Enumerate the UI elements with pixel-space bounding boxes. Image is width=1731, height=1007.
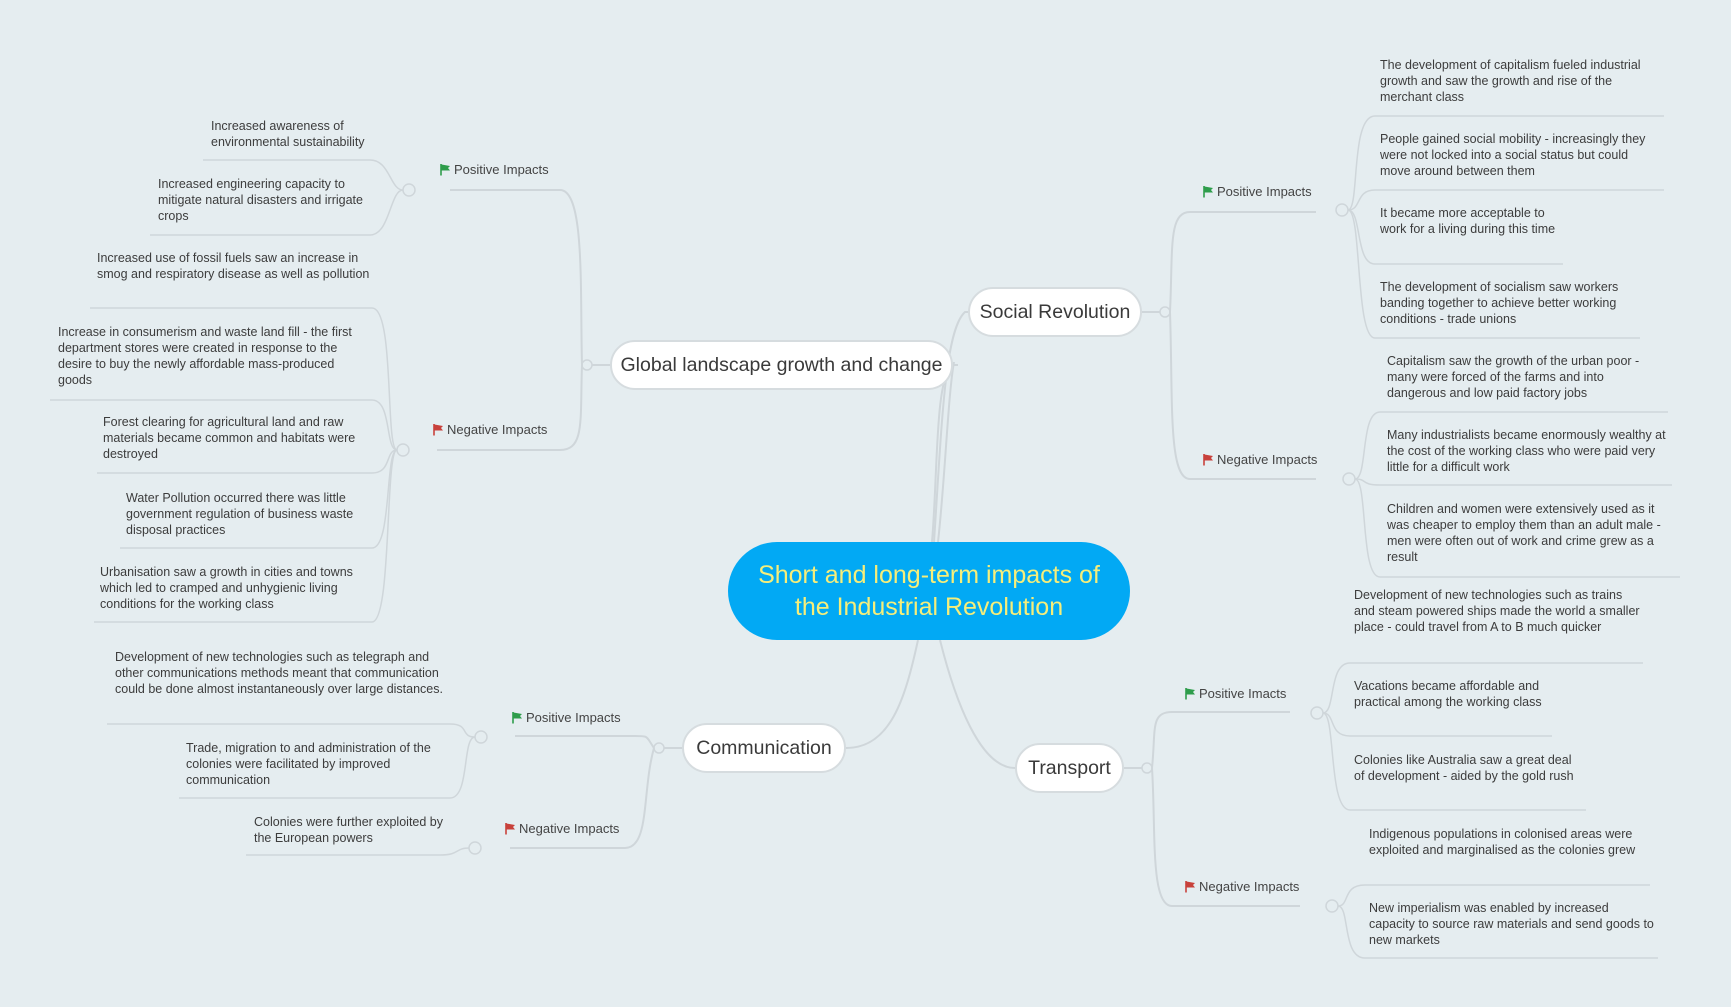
leaf-note[interactable]: Water Pollution occurred there was littl… bbox=[126, 491, 354, 537]
subtopic-label: Positive Impacts bbox=[526, 710, 621, 725]
leaf-note[interactable]: Development of new technologies such as … bbox=[1354, 588, 1640, 634]
leaf-note[interactable]: Increased use of fossil fuels saw an inc… bbox=[97, 251, 370, 281]
leaf-note[interactable]: Many industrialists became enormously we… bbox=[1387, 428, 1666, 474]
subtopic-label: Negative Impacts bbox=[1217, 452, 1318, 467]
leaf-note[interactable]: New imperialism was enabled by increased… bbox=[1369, 901, 1654, 947]
leaf-note[interactable]: It became more acceptable to work for a … bbox=[1380, 206, 1556, 236]
subtopic-transport-positive[interactable]: Positive Imacts bbox=[1184, 686, 1286, 701]
subtopic-label: Positive Impacts bbox=[1217, 184, 1312, 199]
red-flag-icon bbox=[1185, 881, 1195, 893]
green-flag-icon bbox=[1185, 688, 1195, 700]
subtopic-label: Negative Impacts bbox=[447, 422, 548, 437]
subtopic-global-positive[interactable]: Positive Impacts bbox=[439, 162, 549, 177]
leaf-note[interactable]: Forest clearing for agricultural land an… bbox=[103, 415, 356, 461]
topic-social-revolution[interactable]: Social Revolution bbox=[968, 287, 1142, 337]
leaf-note[interactable]: Development of new technologies such as … bbox=[115, 650, 443, 696]
leaf-note[interactable]: The development of capitalism fueled ind… bbox=[1380, 58, 1641, 104]
leaf-note[interactable]: Increase in consumerism and waste land f… bbox=[58, 325, 352, 387]
subtopic-global-negative[interactable]: Negative Impacts bbox=[432, 422, 547, 437]
subtopic-label: Negative Impacts bbox=[519, 821, 620, 836]
red-flag-icon bbox=[505, 823, 515, 835]
leaf-note[interactable]: Vacations became affordable and practica… bbox=[1354, 679, 1542, 709]
subtopic-social-positive[interactable]: Positive Impacts bbox=[1202, 184, 1312, 199]
subtopic-label: Positive Impacts bbox=[454, 162, 549, 177]
leaf-note[interactable]: Colonies like Australia saw a great deal… bbox=[1354, 753, 1574, 783]
topic-global-landscape[interactable]: Global landscape growth and change bbox=[610, 340, 953, 390]
central-topic[interactable]: Short and long-term impacts of the Indus… bbox=[728, 542, 1130, 640]
green-flag-icon bbox=[1203, 186, 1213, 198]
leaf-note[interactable]: People gained social mobility - increasi… bbox=[1380, 132, 1646, 178]
leaf-note[interactable]: Capitalism saw the growth of the urban p… bbox=[1387, 354, 1640, 400]
subtopic-label: Negative Impacts bbox=[1199, 879, 1300, 894]
topic-transport[interactable]: Transport bbox=[1015, 743, 1124, 793]
leaf-note[interactable]: Colonies were further exploited by the E… bbox=[254, 815, 443, 845]
leaf-note[interactable]: Trade, migration to and administration o… bbox=[186, 741, 431, 787]
subtopic-communication-positive[interactable]: Positive Impacts bbox=[511, 710, 621, 725]
topic-communication[interactable]: Communication bbox=[682, 723, 846, 773]
leaf-note[interactable]: Children and women were extensively used… bbox=[1387, 502, 1661, 564]
green-flag-icon bbox=[440, 164, 450, 176]
subtopic-transport-negative[interactable]: Negative Impacts bbox=[1184, 879, 1299, 894]
leaf-note[interactable]: The development of socialism saw workers… bbox=[1380, 280, 1619, 326]
leaf-note[interactable]: Indigenous populations in colonised area… bbox=[1369, 827, 1636, 857]
subtopic-label: Positive Imacts bbox=[1199, 686, 1287, 701]
green-flag-icon bbox=[512, 712, 522, 724]
subtopic-communication-negative[interactable]: Negative Impacts bbox=[504, 821, 619, 836]
leaf-note[interactable]: Urbanisation saw a growth in cities and … bbox=[100, 565, 353, 611]
red-flag-icon bbox=[1203, 454, 1213, 466]
leaf-note[interactable]: Increased awareness of environmental sus… bbox=[211, 119, 365, 149]
subtopic-social-negative[interactable]: Negative Impacts bbox=[1202, 452, 1317, 467]
leaf-note[interactable]: Increased engineering capacity to mitiga… bbox=[158, 177, 363, 223]
red-flag-icon bbox=[433, 424, 443, 436]
